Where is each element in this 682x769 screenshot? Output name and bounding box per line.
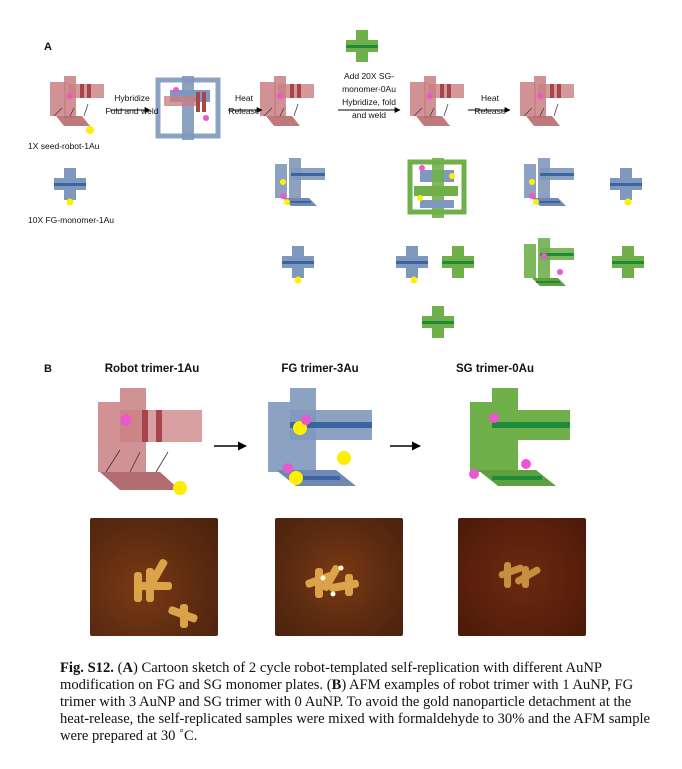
title-robot-trimer: Robot trimer-1Au [104, 363, 200, 375]
seed-label: 1X seed-robot-1Au [28, 141, 100, 151]
panel-b-figure [98, 388, 570, 495]
caption-b-tag: B [331, 677, 342, 693]
fg-trimer-b [524, 158, 574, 206]
seed-aunp [86, 126, 94, 134]
panel-b-label: B [44, 363, 52, 375]
fg-sg-pair [396, 246, 474, 284]
figure-caption: Fig. S12. (A) Cartoon sketch of 2 cycle … [60, 660, 651, 744]
caption-a-tag: A [122, 660, 133, 676]
afm-image-fg-trimer [275, 518, 403, 636]
fg-monomer [54, 168, 86, 200]
panel-a-figure [49, 30, 644, 338]
sg-trimer-row3 [524, 238, 574, 286]
afm-image-robot-trimer [90, 518, 218, 636]
hybridized-complex-1 [155, 76, 221, 140]
fg-trimer-a [275, 158, 325, 206]
afm-image-sg-trimer [458, 518, 586, 636]
caption-b-text: AFM examples of robot trimer with 1 AuNP… [60, 677, 651, 744]
sg-monomer-right [612, 246, 644, 278]
sg-trimer-large [469, 388, 570, 486]
fg-monomer-row3 [282, 246, 314, 278]
fg-trimer-large [268, 388, 372, 486]
title-fg-trimer: FG trimer-3Au [281, 363, 359, 375]
monomer-label: 10X FG-monomer-1Au [28, 215, 114, 225]
released-robot-3 [519, 75, 575, 127]
step3-label: Add 20X SG- monomer-0Au Hybridize, fold … [342, 71, 396, 120]
caption-fig-label: Fig. S12. [60, 660, 114, 676]
released-robot-2 [409, 75, 465, 127]
panel-a-label: A [44, 41, 52, 53]
sg-monomer-top [346, 30, 378, 62]
robot-trimer-large [98, 388, 202, 495]
title-sg-trimer: SG trimer-0Au [456, 363, 534, 375]
caption-a-text: Cartoon sketch of 2 cycle robot-template… [60, 660, 602, 693]
hybridized-complex-2 [407, 158, 467, 218]
sg-monomer-bottom [422, 306, 454, 338]
fg-monomer-right [610, 168, 642, 200]
